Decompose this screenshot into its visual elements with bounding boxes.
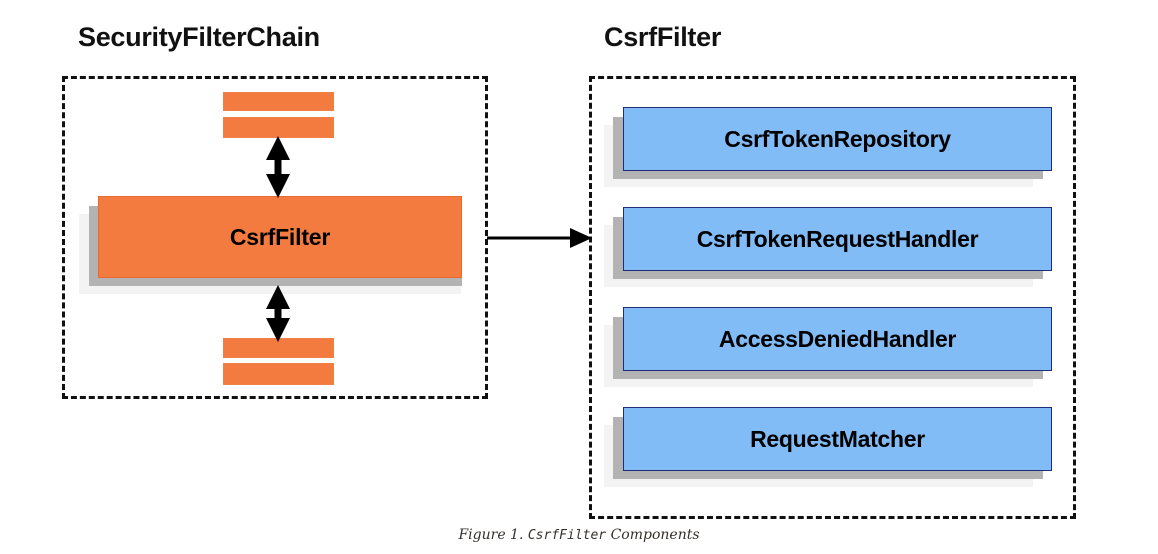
panel-title-security-filter-chain: SecurityFilterChain xyxy=(78,22,320,52)
filter-bar-top-2 xyxy=(223,117,334,138)
component-box-access-denied-handler[interactable]: AccessDeniedHandler xyxy=(623,307,1052,371)
arrow-chain-to-components xyxy=(487,228,592,248)
component-box-label: AccessDeniedHandler xyxy=(718,325,957,352)
csrf-filter-box[interactable]: CsrfFilter xyxy=(98,196,462,278)
figure-caption-code: CsrfFilter xyxy=(527,528,607,543)
component-box-label: CsrfTokenRequestHandler xyxy=(696,225,979,252)
panel-security-filter-chain xyxy=(62,76,488,399)
component-box-label: CsrfTokenRepository xyxy=(724,125,951,152)
filter-bar-top-1 xyxy=(223,92,334,111)
component-box-label: RequestMatcher xyxy=(750,425,925,452)
figure-caption-prefix: Figure 1. xyxy=(458,527,528,543)
csrf-filter-box-label: CsrfFilter xyxy=(229,223,331,250)
filter-bar-bottom-1 xyxy=(223,338,334,358)
panel-title-csrf-filter: CsrfFilter xyxy=(604,22,722,52)
filter-bar-bottom-2 xyxy=(223,363,334,385)
component-box-request-matcher[interactable]: RequestMatcher xyxy=(623,407,1052,471)
figure-caption-suffix: Components xyxy=(606,527,700,543)
figure-caption: Figure 1. CsrfFilter Components xyxy=(0,527,1158,543)
component-box-csrf-token-repository[interactable]: CsrfTokenRepository xyxy=(623,107,1052,171)
panel-csrf-filter-components xyxy=(589,76,1076,519)
component-box-csrf-token-request-handler[interactable]: CsrfTokenRequestHandler xyxy=(623,207,1052,271)
